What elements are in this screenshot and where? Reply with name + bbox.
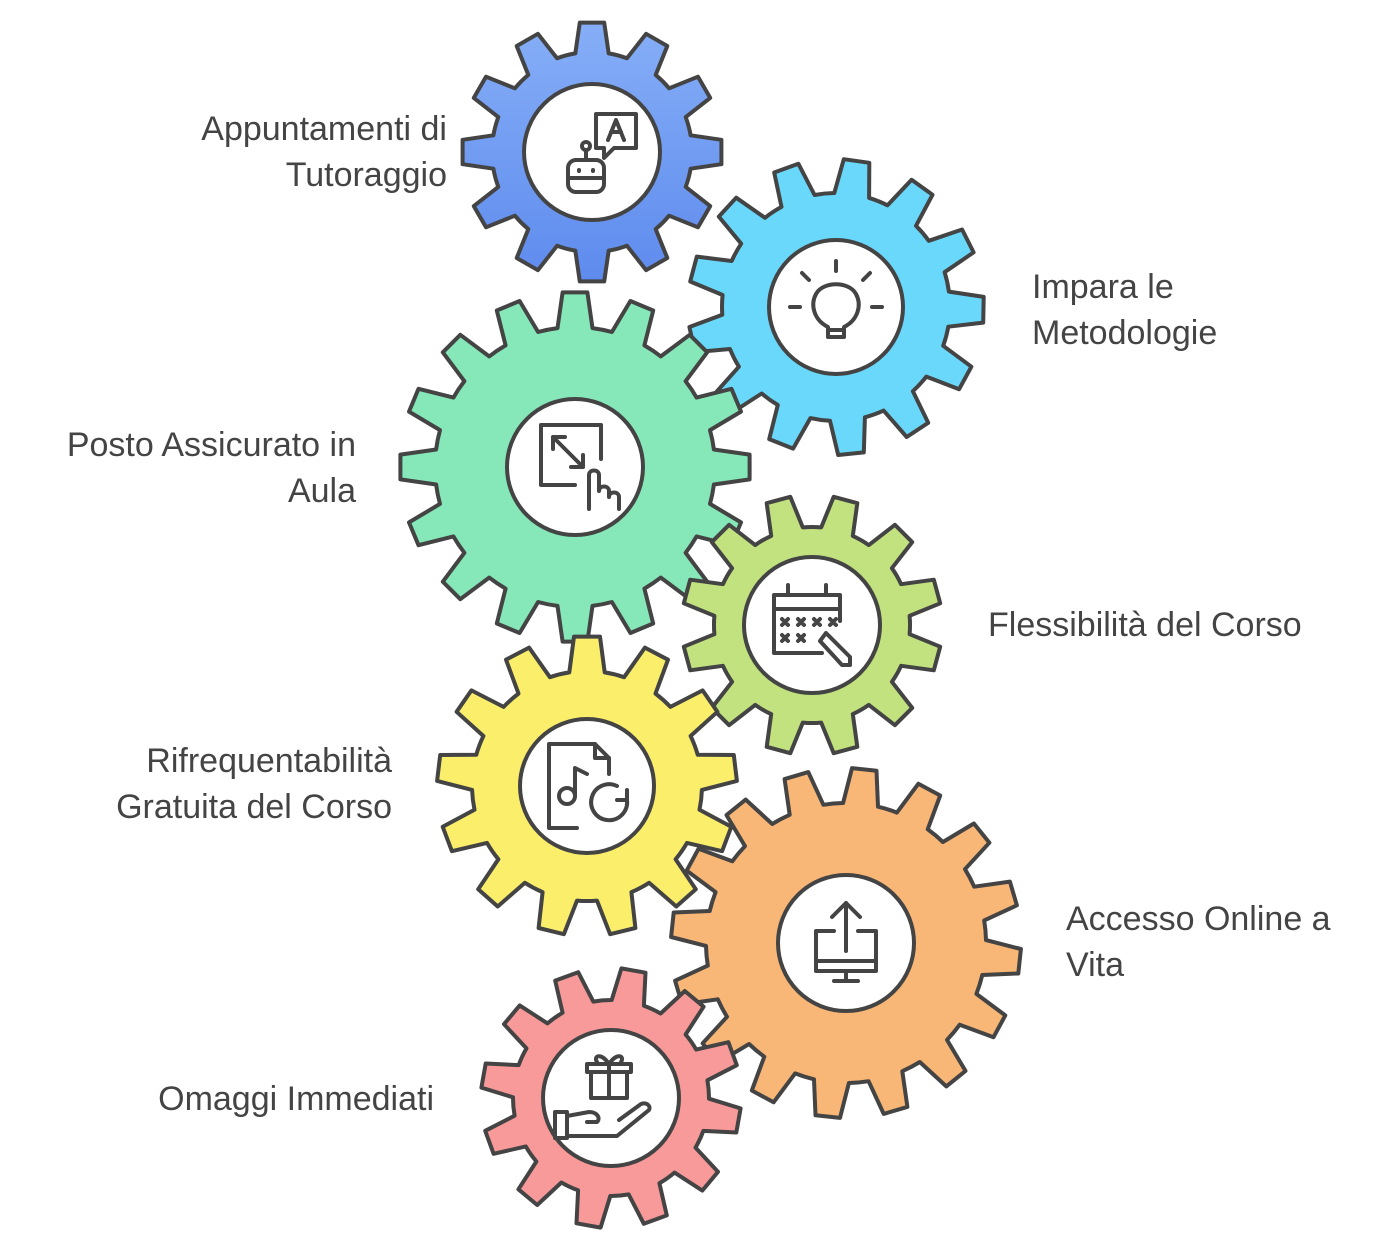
robot-chat-icon [566,112,638,194]
label-methods-line-1: Impara le [1032,268,1174,306]
label-seat-line-1: Posto Assicurato in [66,426,356,464]
label-tutoring: Appuntamenti di Tutoraggio [201,106,447,198]
label-flex-line-1: Flessibilità del Corso [988,606,1302,644]
gear-tutoring [460,20,724,284]
label-methods: Impara le Metodologie [1032,264,1217,356]
label-methods-line-2: Metodologie [1032,314,1218,352]
label-gifts: Omaggi Immediati [158,1076,434,1122]
calendar-edit-icon [772,583,852,667]
lightbulb-icon [788,259,884,339]
label-seat: Posto Assicurato in Aula [67,422,356,514]
label-gifts-line-1: Omaggi Immediati [158,1080,434,1118]
label-repeat-line-1: Rifrequentabilità [146,742,392,780]
label-seat-line-2: Aula [287,472,356,510]
gear-seat [398,290,752,644]
label-tutoring-line-2: Tutoraggio [285,156,447,194]
label-online: Accesso Online a Vita [1066,896,1331,988]
gear-repeat [435,634,739,937]
label-tutoring-line-1: Appuntamenti di [201,110,447,148]
gift-hand-icon [553,1054,652,1140]
gear-methods [687,157,986,457]
gear-gifts [479,966,743,1230]
gear-flex [681,494,943,756]
gear-tutoring-hub [522,82,662,222]
music-file-refresh-icon [547,742,630,830]
label-repeat-line-2: Gratuita del Corso [116,788,392,826]
label-online-line-2: Vita [1066,946,1124,984]
label-flex: Flessibilità del Corso [988,602,1302,648]
monitor-upload-icon [814,901,878,983]
label-repeat: Rifrequentabilità Gratuita del Corso [116,738,392,830]
gear-online [669,766,1023,1120]
label-online-line-1: Accesso Online a [1066,900,1331,938]
expand-touch-icon [539,423,621,511]
gear-repeat-hub [518,717,656,855]
